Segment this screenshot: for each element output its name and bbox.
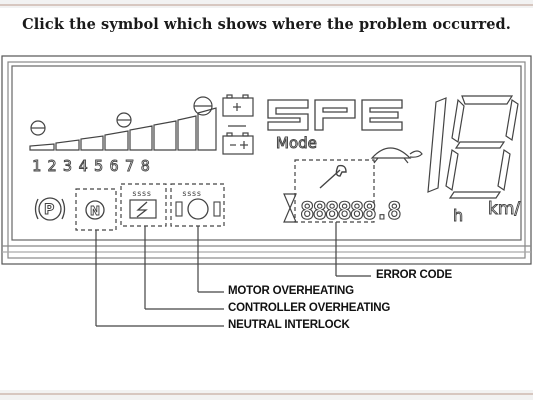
display-outer-frame: [1, 55, 532, 265]
controller-heat-waves: ssss: [132, 189, 151, 198]
gear-numbers: 12345678: [32, 157, 156, 175]
motor-overheating-label: MOTOR OVERHEATING: [228, 285, 354, 297]
bottom-divider: [0, 393, 533, 395]
neutral-interlock-label: NEUTRAL INTERLOCK: [228, 319, 350, 331]
display-lcd-area: [11, 65, 522, 241]
motor-heat-waves: ssss: [182, 189, 201, 198]
battery-icons: [222, 94, 254, 155]
odometer-digits: 888888.8: [300, 197, 400, 225]
mode-label: Mode: [276, 134, 317, 152]
speed-big-digits: 18: [427, 95, 519, 199]
error-code-symbol[interactable]: [295, 160, 374, 222]
wrench-icon: [319, 164, 347, 189]
park-icon: [34, 197, 66, 221]
spe-segment-letters: SPE: [267, 99, 403, 131]
odometer-unit: h: [453, 206, 463, 225]
controller-box-outline: [120, 183, 167, 227]
gear-number-row: 12345678: [32, 157, 156, 176]
turtle-icon: [370, 147, 423, 164]
park-letter: P: [44, 202, 54, 218]
neutral-interlock-symbol[interactable]: [76, 189, 116, 230]
neutral-letter: N: [90, 204, 100, 218]
top-divider: [0, 4, 533, 6]
callout-leader-lines: [95, 222, 371, 327]
question-card: [0, 8, 533, 390]
hourglass-icon: [283, 193, 297, 223]
motor-overheating-symbol[interactable]: [171, 184, 224, 226]
battery-level-bars: [29, 96, 217, 151]
display-inner-frame: [7, 61, 526, 259]
controller-overheating-label: CONTROLLER OVERHEATING: [228, 302, 391, 314]
speed-unit: km/: [488, 199, 520, 219]
park-symbol[interactable]: [36, 196, 66, 224]
controller-overheating-symbol[interactable]: [121, 184, 166, 226]
question-prompt: Click the symbol which shows where the p…: [22, 16, 511, 33]
error-code-label: ERROR CODE: [376, 269, 452, 281]
